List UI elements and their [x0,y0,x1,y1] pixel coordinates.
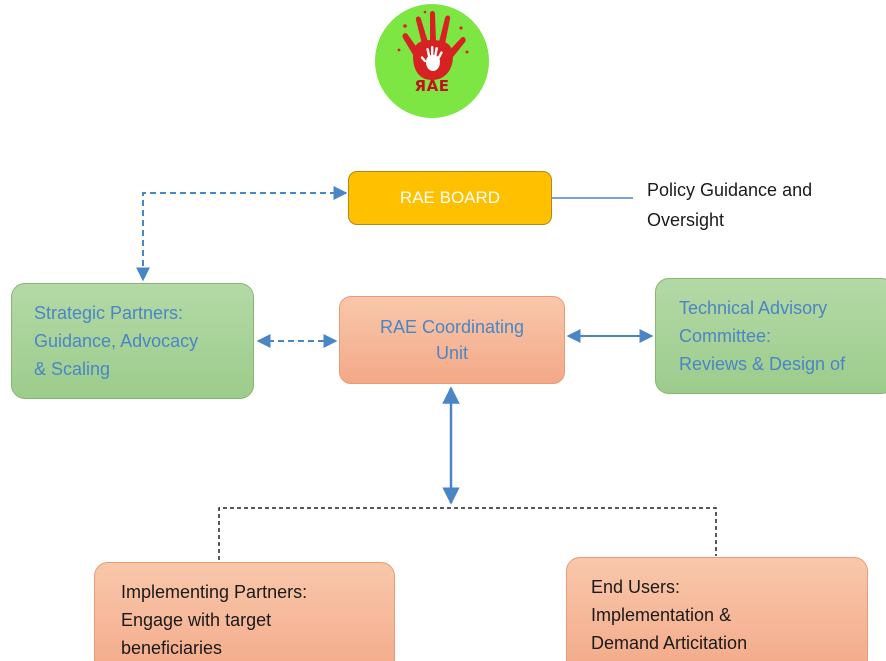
policy-line-2: Oversight [647,210,725,230]
endusers-line-1: End Users: [591,577,681,597]
strategic-line-2: Guidance, Advocacy [34,331,199,351]
implementing-partners-box: Implementing Partners: Engage with targe… [94,562,395,661]
coordinating-unit-box: RAE Coordinating Unit [339,296,565,384]
impl-line-2: Engage with target [121,610,272,630]
coord-line-2: Unit [435,343,468,363]
impl-line-3: beneficiaries [121,638,223,658]
strategic-line-1: Strategic Partners: [34,303,184,323]
rae-board-box: RAE BOARD [348,171,552,225]
endusers-line-2: Implementation & [591,605,732,625]
end-users-box: End Users: Implementation & Demand Artic… [566,557,868,661]
coord-line-1: RAE Coordinating [379,317,525,337]
rae-logo: ЯAE [375,4,489,118]
bottom-branch-connector [218,507,717,560]
technical-line-1: Technical Advisory [679,298,828,318]
hand-print-icon [397,10,469,80]
technical-committee-box: Technical Advisory Committee: Reviews & … [655,278,886,394]
strategic-partners-box: Strategic Partners: Guidance, Advocacy &… [11,283,254,399]
technical-line-2: Committee: [679,326,772,346]
technical-line-3: Reviews & Design of [679,354,846,374]
policy-line-1: Policy Guidance and [647,180,813,200]
policy-guidance-note: Policy Guidance and Oversight [647,175,877,235]
board-strategic-connector [136,186,348,282]
logo-text: ЯAE [414,77,450,95]
endusers-line-3: Demand Articitation [591,633,748,653]
rae-board-label: RAE BOARD [399,188,501,207]
impl-line-1: Implementing Partners: [121,582,308,602]
strategic-line-3: & Scaling [34,359,111,379]
